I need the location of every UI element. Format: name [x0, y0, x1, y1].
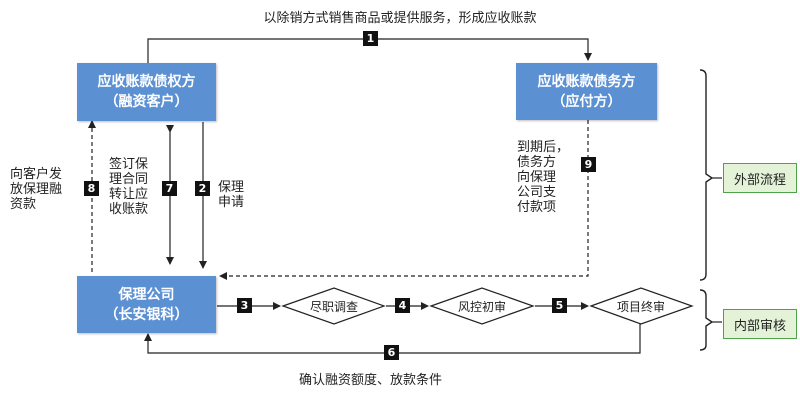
diamond-risk-review — [429, 287, 535, 325]
box-creditor-line2: （融资客户） — [104, 94, 189, 110]
annotation-step-7: 签订保 理合同 转让应 收账款 — [109, 157, 149, 217]
diamond-label-due-diligence: 尽职调查 — [309, 300, 358, 314]
diamond-due-diligence — [281, 287, 386, 325]
box-factor-line2: （长安银科） — [104, 306, 189, 323]
annotation-step-9: 到期后， 债务方 向保理 公司支 付款项 — [517, 140, 570, 215]
step-badge-6: 6 — [384, 345, 399, 360]
step-badge-3: 3 — [237, 298, 252, 313]
box-debtor-line1: 应收账款债务方 — [537, 73, 636, 90]
annotation-step-2: 保理 申请 — [218, 180, 245, 210]
stage-internal: 内部审核 — [723, 309, 797, 339]
bottom-caption: 确认融资额度、放款条件 — [299, 373, 443, 388]
box-debtor: 应收账款债务方 （应付方） — [516, 63, 657, 120]
annotation-step-8: 向客户发 放保理融 资款 — [10, 167, 63, 212]
step-badge-8: 8 — [84, 181, 99, 196]
box-creditor-line1: 应收账款债权方 — [97, 74, 196, 90]
step-badge-1: 1 — [363, 31, 378, 46]
bracket-external — [699, 69, 714, 281]
box-creditor: 应收账款债权方 （融资客户） — [77, 63, 216, 121]
diamond-label-risk-review: 风控初审 — [457, 300, 506, 314]
bracket-internal — [699, 289, 714, 351]
top-caption: 以除销方式销售商品或提供服务，形成应收账款 — [263, 11, 537, 26]
diamond-label-final-review: 项目终审 — [616, 300, 665, 314]
step-badge-7: 7 — [162, 181, 177, 196]
step-badge-2: 2 — [195, 181, 210, 196]
step-badge-9: 9 — [581, 157, 596, 172]
box-debtor-line2: （应付方） — [551, 93, 622, 110]
stage-external: 外部流程 — [723, 163, 797, 193]
step-badge-5: 5 — [552, 298, 567, 313]
box-factor-line1: 保理公司 — [118, 286, 175, 303]
arrow-step-9 — [219, 120, 589, 280]
step-badge-4: 4 — [395, 298, 410, 313]
diamond-final-review — [589, 287, 694, 325]
box-factor: 保理公司 （长安银科） — [77, 276, 216, 333]
